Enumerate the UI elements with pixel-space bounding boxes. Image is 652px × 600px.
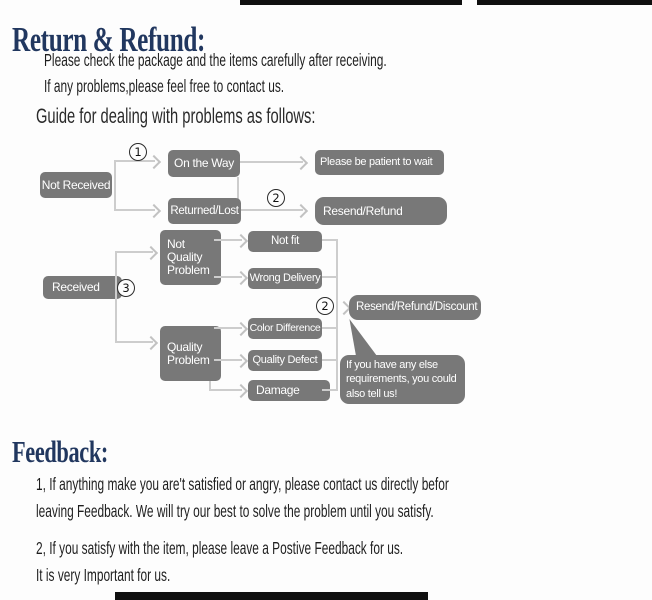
speech-bubble-note: If you have any else requirements, you c… — [340, 355, 465, 404]
node-received: Received — [43, 276, 122, 299]
intro-line-1: Please check the package and the items c… — [44, 50, 387, 70]
arrow-chevron-icon — [146, 154, 162, 170]
node-damage: Damage — [248, 380, 330, 401]
node-on-the-way: On the Way — [168, 150, 240, 177]
connector-line — [241, 209, 303, 211]
feedback-line-1: 1, If anything make you are't satisfied … — [36, 474, 449, 494]
step-2-badge: 2 — [267, 189, 285, 207]
node-not-fit: Not fit — [248, 231, 322, 252]
arrow-chevron-icon — [233, 233, 249, 249]
connector-line — [322, 389, 338, 391]
arrow-chevron-icon — [146, 203, 162, 219]
node-please-be-patient: Please be patient to wait — [315, 150, 444, 175]
connector-line — [336, 239, 338, 391]
intro-line-2: If any problems,please feel free to cont… — [44, 76, 285, 96]
speech-bubble-tail — [349, 319, 377, 356]
step-1-badge: 1 — [129, 143, 147, 161]
connector-line — [115, 251, 117, 343]
arrow-chevron-icon — [293, 203, 309, 219]
node-quality-problem: Quality Problem — [160, 326, 221, 381]
connector-line — [214, 239, 242, 241]
arrow-chevron-icon — [143, 245, 159, 261]
connector-line — [114, 209, 155, 211]
connector-line — [322, 276, 338, 278]
connector-line — [214, 276, 242, 278]
arrow-chevron-icon — [233, 321, 249, 337]
node-resend-refund: Resend/Refund — [315, 197, 447, 225]
connector-line — [114, 160, 116, 211]
arrow-chevron-icon — [233, 270, 249, 286]
guide-heading: Guide for dealing with problems as follo… — [36, 105, 316, 128]
connector-line — [209, 389, 242, 391]
feedback-line-4: It is very Important for us. — [36, 565, 171, 585]
top-banner-remnant-left — [240, 0, 462, 5]
node-color-difference: Color Difference — [248, 318, 322, 339]
arrow-chevron-icon — [233, 353, 249, 369]
feedback-line-2: leaving Feedback. We will try our best t… — [36, 501, 434, 521]
connector-line — [237, 177, 239, 210]
step-2-badge: 2 — [316, 297, 334, 315]
feedback-title: Feedback: — [12, 434, 108, 469]
node-not-quality-problem: Not Quality Problem — [160, 230, 221, 285]
connector-line — [114, 160, 155, 162]
step-3-badge: 3 — [117, 279, 135, 297]
connector-line — [209, 381, 211, 391]
arrow-chevron-icon — [293, 155, 309, 171]
node-resend-refund-discount: Resend/Refund/Discount — [349, 295, 481, 320]
feedback-line-3: 2, If you satisfy with the item, please … — [36, 538, 404, 558]
page-title: Return & Refund: — [12, 20, 206, 59]
connector-line — [240, 161, 303, 163]
connector-line — [322, 239, 338, 241]
connector-line — [214, 359, 242, 361]
top-banner-remnant-right — [477, 0, 652, 5]
bottom-banner-remnant — [115, 592, 428, 600]
arrow-chevron-icon — [143, 335, 159, 351]
node-returned-lost: Returned/Lost — [168, 198, 241, 224]
connector-line — [115, 251, 153, 253]
connector-line — [322, 327, 338, 329]
connector-line — [322, 359, 338, 361]
connector-line — [214, 327, 242, 329]
arrow-chevron-icon — [233, 383, 249, 399]
connector-line — [115, 341, 153, 343]
node-quality-defect: Quality Defect — [248, 350, 322, 371]
node-not-received: Not Received — [40, 172, 112, 198]
node-wrong-delivery: Wrong Delivery — [248, 268, 322, 289]
